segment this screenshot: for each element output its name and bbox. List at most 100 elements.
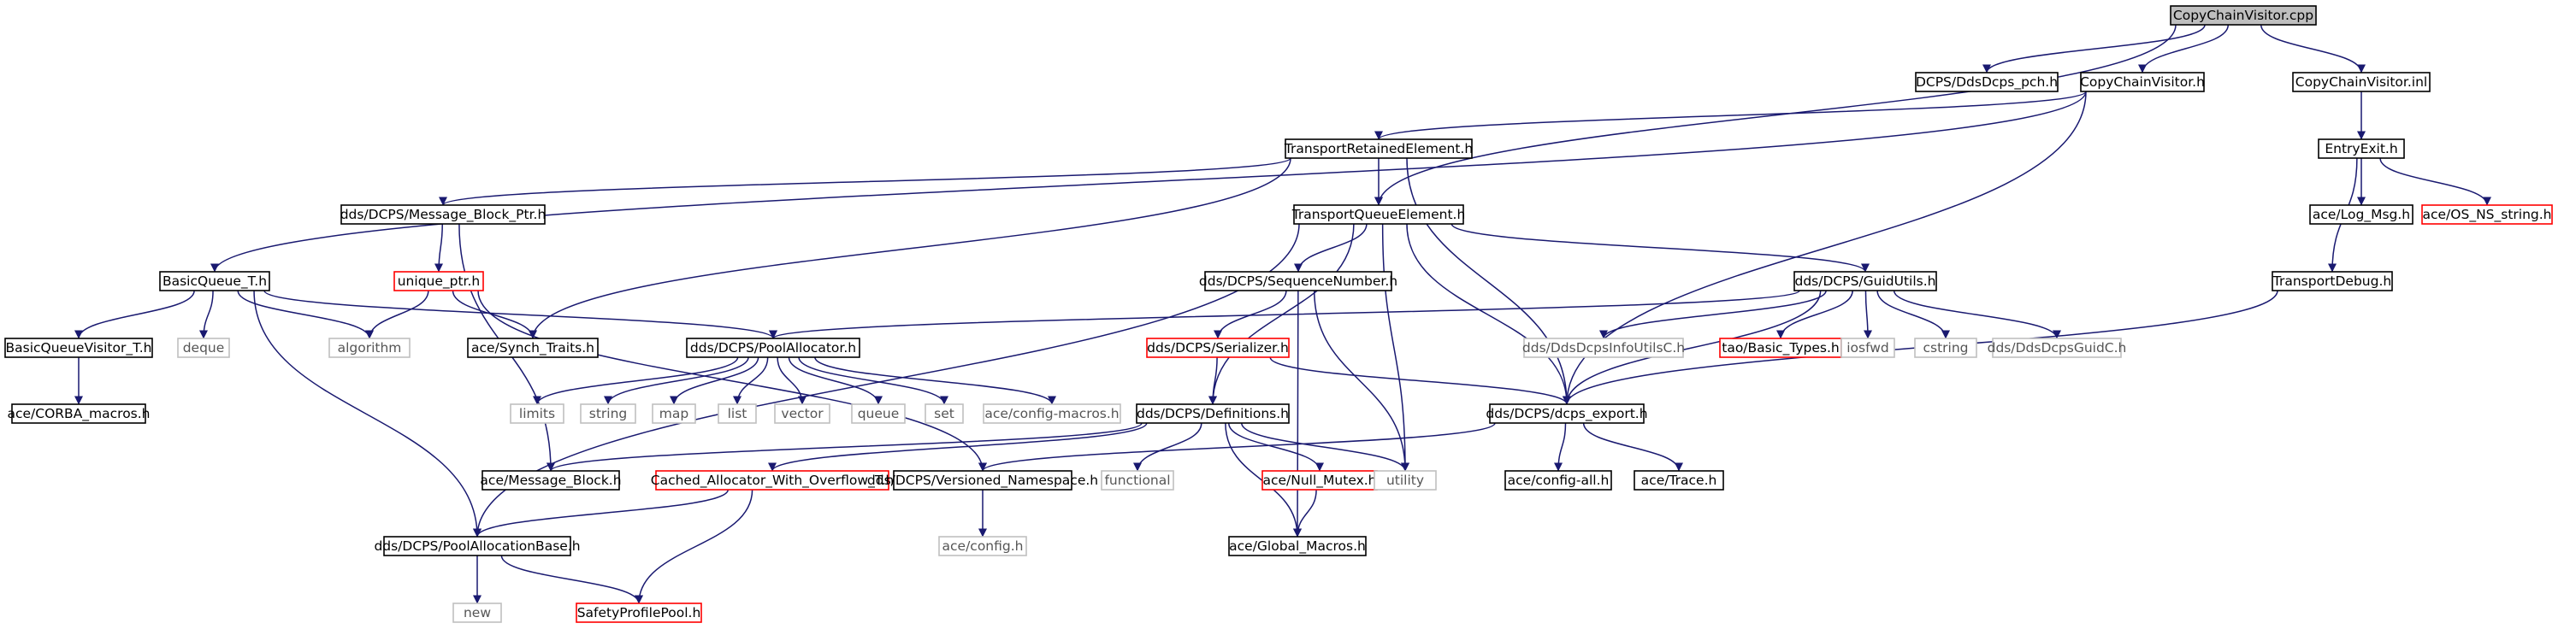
node-seqnum[interactable]: dds/DCPS/SequenceNumber.h — [1199, 271, 1397, 291]
node-label: dds/DCPS/PoolAllocationBase.h — [374, 538, 580, 554]
node-palloc[interactable]: dds/DCPS/PoolAllocator.h — [686, 338, 860, 358]
node-cstring: cstring — [1914, 338, 1977, 358]
node-list: list — [718, 403, 757, 424]
node-label: string — [589, 406, 628, 421]
edge-palloc-to-map — [670, 356, 759, 405]
node-box — [1228, 536, 1367, 556]
node-mbp[interactable]: dds/DCPS/Message_Block_Ptr.h — [340, 204, 547, 225]
node-box — [2272, 271, 2393, 291]
node-label: set — [934, 406, 954, 421]
node-root[interactable]: CopyChainVisitor.cpp — [2170, 5, 2317, 26]
node-limits: limits — [510, 403, 564, 424]
node-queue: queue — [851, 403, 906, 424]
edge-defs-to-utility — [1241, 422, 1409, 472]
node-box — [1634, 470, 1724, 491]
node-cfgall[interactable]: ace/config-all.h — [1504, 470, 1612, 491]
node-label: dds/DCPS/Message_Block_Ptr.h — [340, 207, 547, 223]
node-cached[interactable]: Cached_Allocator_With_Overflow_T.h — [651, 470, 894, 491]
edge-tqe-to-guid — [1450, 223, 1870, 273]
edge-tre-to-synch — [529, 157, 1291, 339]
node-label: dds/DCPS/GuidUtils.h — [1795, 273, 1936, 289]
node-box — [851, 403, 906, 424]
node-label: dds/DCPS/Definitions.h — [1137, 406, 1289, 421]
node-msgblock[interactable]: ace/Message_Block.h — [480, 470, 622, 491]
node-ser[interactable]: dds/DCPS/Serializer.h — [1146, 338, 1290, 358]
node-basictypes[interactable]: tao/Basic_Types.h — [1719, 338, 1842, 358]
node-entry[interactable]: EntryExit.h — [2318, 138, 2405, 159]
node-label: ace/Trace.h — [1641, 473, 1717, 488]
node-label: list — [728, 406, 747, 421]
dependency-edges — [74, 24, 2491, 604]
node-tdebug[interactable]: TransportDebug.h — [2272, 271, 2393, 291]
edge-export-to-cfgall — [1554, 422, 1567, 472]
node-defs[interactable]: dds/DCPS/Definitions.h — [1136, 403, 1290, 424]
node-ccvh[interactable]: CopyChainVisitor.h — [2080, 72, 2205, 92]
node-ccvinl[interactable]: CopyChainVisitor.inl — [2292, 72, 2431, 92]
node-box — [774, 403, 830, 424]
node-box — [328, 338, 411, 358]
node-nsstr[interactable]: ace/OS_NS_string.h — [2421, 204, 2553, 225]
node-label: TransportDebug.h — [2272, 273, 2391, 289]
node-label: CopyChainVisitor.h — [2080, 74, 2205, 90]
node-label: dds/DCPS/SequenceNumber.h — [1199, 273, 1397, 289]
edge-ccvh-to-tre — [1374, 91, 2087, 140]
node-label: map — [659, 406, 688, 421]
node-safety[interactable]: SafetyProfilePool.h — [576, 603, 702, 623]
node-box — [482, 470, 620, 491]
edge-bq-to-palloc — [263, 290, 777, 339]
edge-bq-to-algo — [237, 290, 374, 339]
node-tqe[interactable]: TransportQueueElement.h — [1291, 204, 1466, 225]
node-box — [576, 603, 702, 623]
node-box — [1793, 271, 1937, 291]
node-label: BasicQueueVisitor_T.h — [6, 340, 152, 356]
edge-export-to-versioned — [978, 422, 1496, 472]
node-label: ace/config-macros.h — [984, 406, 1119, 421]
edge-palloc-to-string — [604, 356, 749, 405]
node-box — [452, 603, 502, 623]
node-functional: functional — [1101, 470, 1174, 491]
node-label: ace/config-all.h — [1508, 473, 1610, 488]
node-box — [1204, 271, 1392, 291]
edge-palloc-to-queue — [788, 356, 883, 405]
node-tre[interactable]: TransportRetainedElement.h — [1284, 138, 1473, 159]
edge-cached-to-pab — [473, 489, 729, 538]
node-trace[interactable]: ace/Trace.h — [1634, 470, 1724, 491]
node-logmsg[interactable]: ace/Log_Msg.h — [2309, 204, 2414, 225]
node-pab[interactable]: dds/DCPS/PoolAllocationBase.h — [374, 536, 581, 556]
node-box — [938, 536, 1027, 556]
node-corba[interactable]: ace/CORBA_macros.h — [7, 403, 151, 424]
node-box — [2080, 72, 2205, 92]
node-box — [580, 403, 636, 424]
node-label: Cached_Allocator_With_Overflow_T.h — [651, 473, 894, 489]
node-utility: utility — [1374, 470, 1437, 491]
node-label: ace/Log_Msg.h — [2313, 207, 2410, 223]
node-export[interactable]: dds/DCPS/dcps_export.h — [1486, 403, 1648, 424]
node-guid[interactable]: dds/DCPS/GuidUtils.h — [1793, 271, 1937, 291]
node-box — [1915, 72, 2059, 92]
node-box — [467, 338, 599, 358]
node-synch[interactable]: ace/Synch_Traits.h — [467, 338, 599, 358]
node-nullmutex[interactable]: ace/Null_Mutex.h — [1261, 470, 1378, 491]
node-pch[interactable]: DCPS/DdsDcps_pch.h — [1915, 72, 2059, 92]
node-box — [1992, 338, 2122, 358]
edge-defs-to-cached — [768, 422, 1148, 472]
node-bqv[interactable]: BasicQueueVisitor_T.h — [4, 338, 153, 358]
node-label: unique_ptr.h — [398, 273, 481, 290]
edge-palloc-to-vector — [777, 356, 806, 405]
edge-defs-to-functional — [1133, 422, 1202, 472]
node-versioned[interactable]: dds/DCPS/Versioned_Namespace.h — [867, 470, 1098, 491]
edge-defs-to-globalmacros — [1225, 422, 1302, 538]
node-label: tao/Basic_Types.h — [1722, 340, 1840, 356]
edge-guid-to-palloc — [769, 290, 1800, 339]
node-globalmacros[interactable]: ace/Global_Macros.h — [1228, 536, 1367, 556]
edge-seqnum-to-utility — [1314, 290, 1409, 472]
node-uptr[interactable]: unique_ptr.h — [393, 271, 484, 291]
node-label: CopyChainVisitor.cpp — [2173, 8, 2313, 23]
node-label: ace/Message_Block.h — [480, 473, 621, 489]
node-bq[interactable]: BasicQueue_T.h — [159, 271, 270, 291]
edge-bq-to-bqv — [74, 290, 195, 339]
edge-guid-to-infoutils — [1599, 290, 1827, 339]
node-label: ace/OS_NS_string.h — [2423, 207, 2552, 223]
